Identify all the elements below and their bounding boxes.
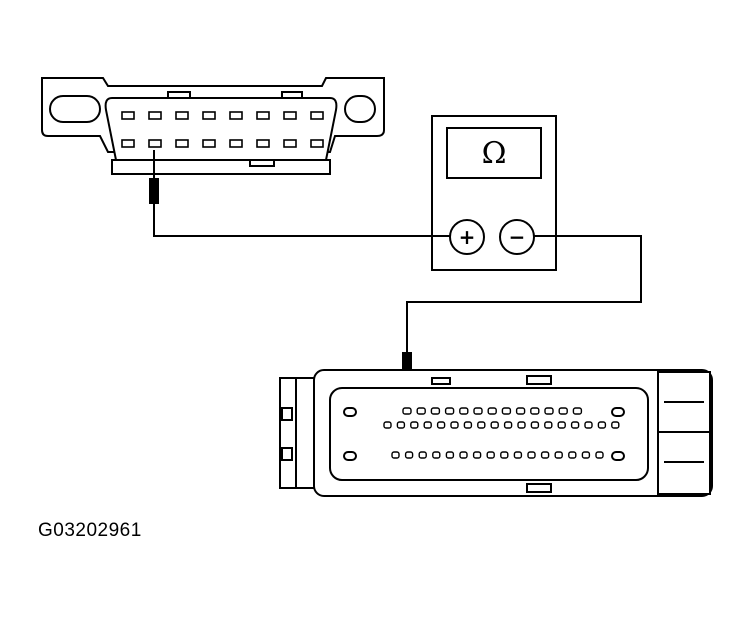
negative-lead bbox=[406, 235, 642, 352]
module-pin-row-2 bbox=[597, 421, 607, 429]
module-pin-row-2 bbox=[450, 421, 459, 429]
module-pin-row-2 bbox=[503, 421, 513, 429]
ohm-symbol: Ω bbox=[482, 136, 507, 171]
module-pin-row-3 bbox=[459, 451, 468, 459]
dlc-probe bbox=[149, 150, 159, 204]
dlc-key-bottom bbox=[249, 159, 275, 167]
module-pin-row-3 bbox=[486, 451, 495, 459]
module-pin-row-1 bbox=[501, 407, 512, 415]
module-pin-row-2 bbox=[570, 421, 580, 429]
dlc-left-slot bbox=[49, 95, 101, 123]
module-connector bbox=[279, 369, 713, 497]
module-pin-row-1 bbox=[487, 407, 497, 415]
module-pin-row-3 bbox=[595, 451, 604, 459]
module-left-latch bbox=[279, 377, 317, 489]
module-pin-row-1 bbox=[430, 407, 441, 415]
module-pin-row-2 bbox=[477, 421, 486, 429]
negative-label: − bbox=[509, 225, 526, 249]
module-pin-row-3 bbox=[472, 451, 482, 459]
module-pin-row-2 bbox=[423, 421, 432, 429]
module-pin-row-2 bbox=[517, 421, 526, 429]
ohmmeter: Ω + − bbox=[431, 115, 557, 271]
positive-lead bbox=[153, 204, 450, 237]
module-pin-row-3 bbox=[445, 451, 455, 459]
module-pin-row-3 bbox=[540, 451, 550, 459]
module-pin-row-3 bbox=[500, 451, 509, 459]
dlc-pins-row-2 bbox=[121, 139, 324, 148]
module-pin-row-3 bbox=[513, 451, 523, 459]
module-pin-row-1 bbox=[444, 407, 455, 415]
module-pin-row-1 bbox=[473, 407, 483, 415]
meter-display bbox=[446, 127, 542, 179]
module-pin-row-2 bbox=[383, 421, 392, 429]
dlc-pins-row-1 bbox=[121, 111, 324, 120]
module-pin-row-3 bbox=[581, 451, 591, 459]
module-pin-row-1 bbox=[530, 407, 540, 415]
module-pin-row-1 bbox=[558, 407, 568, 415]
module-pin-row-2 bbox=[463, 421, 473, 429]
module-pin-row-2 bbox=[396, 421, 406, 429]
module-pin-row-2 bbox=[557, 421, 566, 429]
module-pin-row-2 bbox=[584, 421, 593, 429]
module-pin-row-3 bbox=[418, 451, 427, 459]
module-pin-row-1 bbox=[572, 407, 583, 415]
dlc-key-top-2 bbox=[281, 91, 303, 99]
module-pins bbox=[383, 407, 620, 459]
module-pin-row-1 bbox=[515, 407, 526, 415]
module-pin-row-3 bbox=[568, 451, 577, 459]
module-pin-row-3 bbox=[527, 451, 536, 459]
module-pin-row-1 bbox=[402, 407, 412, 415]
dlc-key-top bbox=[167, 91, 191, 99]
module-pin-row-2 bbox=[410, 421, 419, 429]
test-leads bbox=[153, 204, 642, 352]
module-pin-row-2 bbox=[490, 421, 499, 429]
dlc-body bbox=[104, 97, 338, 169]
module-pin-row-1 bbox=[544, 407, 554, 415]
figure-id: G03202961 bbox=[38, 520, 142, 541]
module-pin-row-1 bbox=[416, 407, 426, 415]
module-pin-row-2 bbox=[530, 421, 540, 429]
positive-label: + bbox=[459, 225, 476, 249]
module-face bbox=[329, 387, 649, 481]
module-pin-row-2 bbox=[544, 421, 553, 429]
module-pin-row-2 bbox=[436, 421, 446, 429]
module-pin-row-3 bbox=[404, 451, 414, 459]
dlc-right-slot bbox=[344, 95, 376, 123]
module-pin-row-3 bbox=[554, 451, 563, 459]
module-pin-row-3 bbox=[391, 451, 400, 459]
module-pin-row-2 bbox=[611, 421, 620, 429]
module-pin-row-1 bbox=[459, 407, 469, 415]
dlc-connector bbox=[41, 77, 385, 175]
module-pin-row-3 bbox=[432, 451, 441, 459]
dlc-bottom-lip bbox=[111, 159, 331, 175]
